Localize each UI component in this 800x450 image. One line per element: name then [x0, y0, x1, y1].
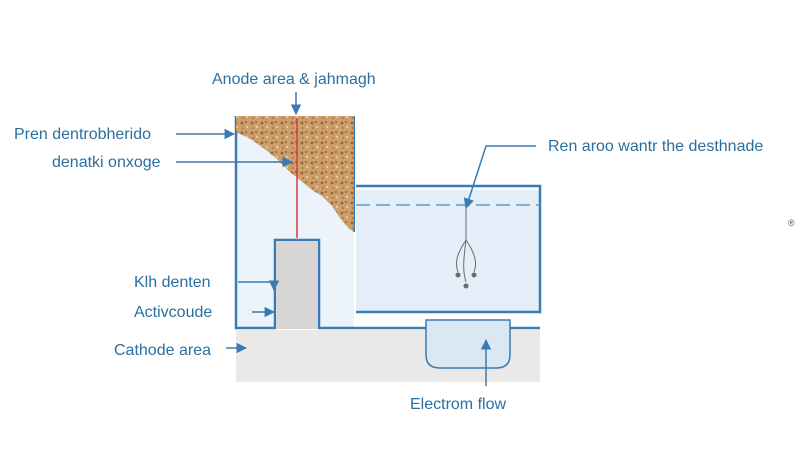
label-cathode-area: Cathode area — [114, 342, 211, 359]
label-electron-flow: Electrom flow — [410, 396, 506, 413]
tank-outline — [356, 184, 542, 314]
label-activcoude: Activcoude — [134, 304, 212, 321]
label-klh-denten: Klh denten — [134, 274, 211, 291]
electron-flow-cup — [425, 319, 511, 369]
label-anode-area: Anode area & jahmagh — [212, 71, 376, 88]
label-denatki: denatki onxoge — [52, 154, 161, 171]
arrow-ren-aroo — [463, 145, 536, 209]
label-pren: Pren dentrobherido — [14, 126, 151, 143]
cathode-pillar — [276, 241, 318, 329]
electrode-wire — [455, 205, 477, 289]
left-cell-outline — [234, 116, 540, 330]
corrosion-deposit — [236, 116, 354, 232]
corner-mark: ® — [788, 218, 795, 228]
arrow-klh-denten — [238, 280, 280, 292]
label-ren-aroo: Ren aroo wantr the desthnade — [548, 138, 763, 155]
water-fill — [356, 190, 540, 312]
